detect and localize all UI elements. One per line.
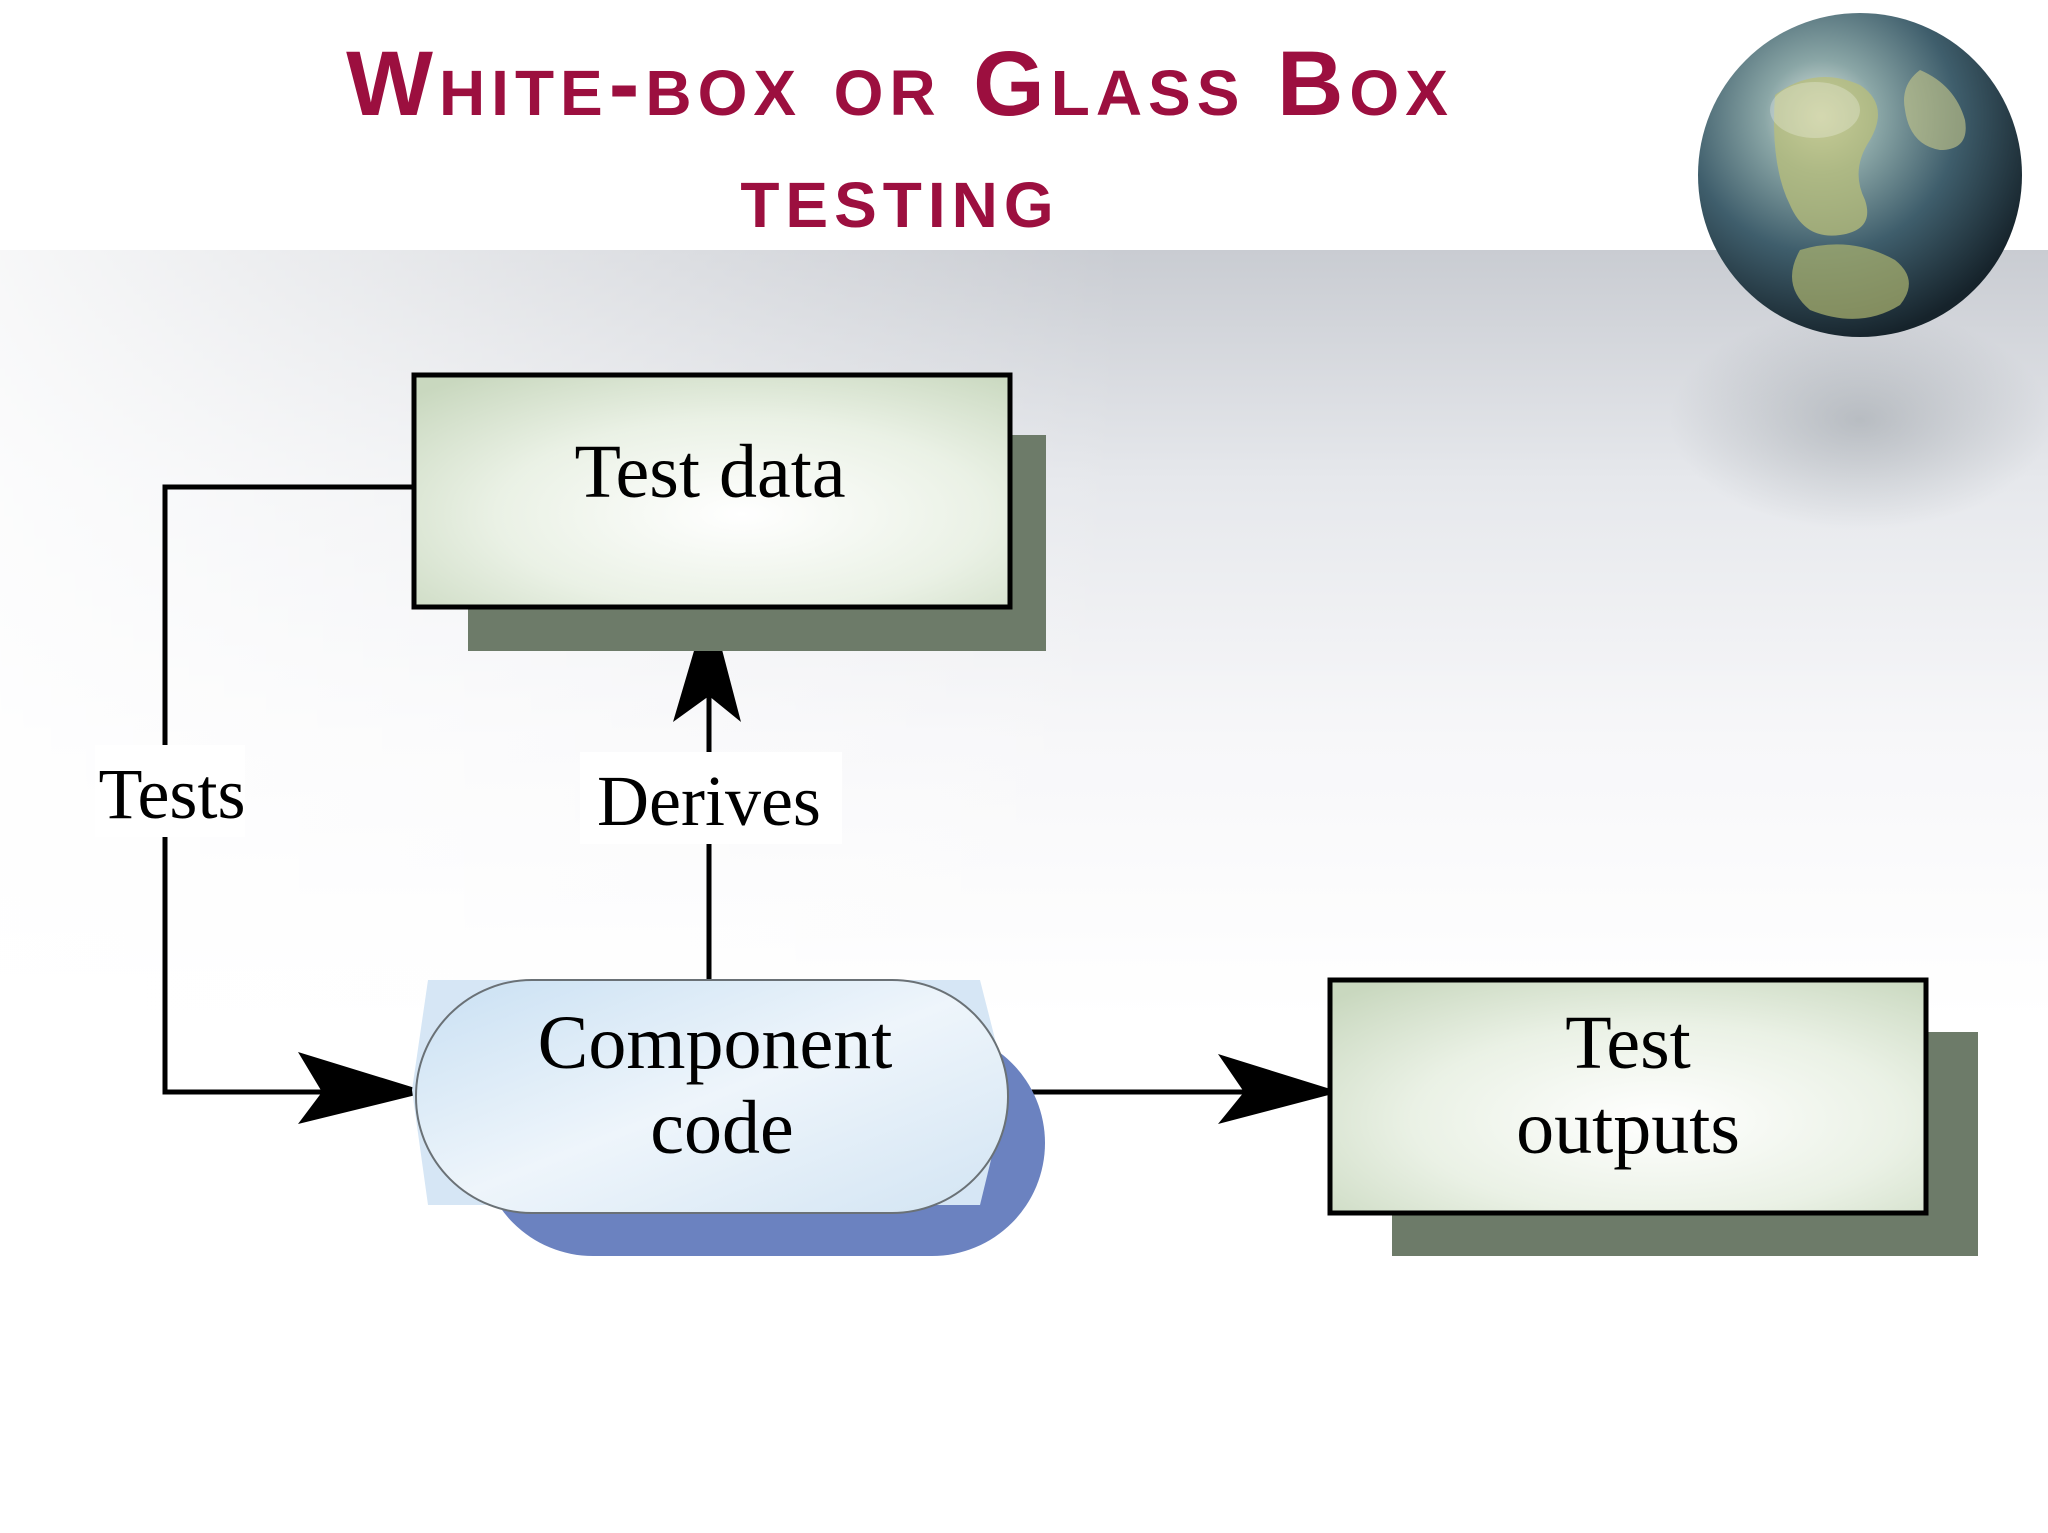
title-line-2: testing xyxy=(740,145,1060,247)
node-label-component-line2: code xyxy=(650,1086,793,1170)
node-test-data: Test data xyxy=(411,372,1046,651)
derives-label-bg xyxy=(580,752,842,844)
arrowhead-to-test-data xyxy=(673,600,741,722)
tests-label-bg xyxy=(95,745,245,837)
arrowheads xyxy=(298,600,1340,1124)
arrowhead-to-test-outputs xyxy=(1218,1054,1340,1124)
node-component-code: Component code xyxy=(412,979,1045,1256)
globe-icon xyxy=(1670,13,2048,530)
node-label-outputs-line2: outputs xyxy=(1516,1086,1740,1170)
slide-title: White-box or Glass Box testing xyxy=(120,28,1680,252)
edge-label-derives: Derives xyxy=(597,761,821,841)
edge-label-tests: Tests xyxy=(99,754,246,834)
node-box xyxy=(411,372,1013,610)
node-test-outputs: Test outputs xyxy=(1327,977,1978,1256)
node-label-outputs-line1: Test xyxy=(1565,1001,1691,1085)
node-label-test-data: Test data xyxy=(574,430,845,514)
pill-box xyxy=(415,979,1009,1214)
arrowhead-to-component xyxy=(298,1052,428,1124)
title-line-1: White-box or Glass Box xyxy=(346,33,1454,135)
node-box xyxy=(1327,977,1929,1216)
node-label-component-line1: Component xyxy=(538,1001,893,1085)
